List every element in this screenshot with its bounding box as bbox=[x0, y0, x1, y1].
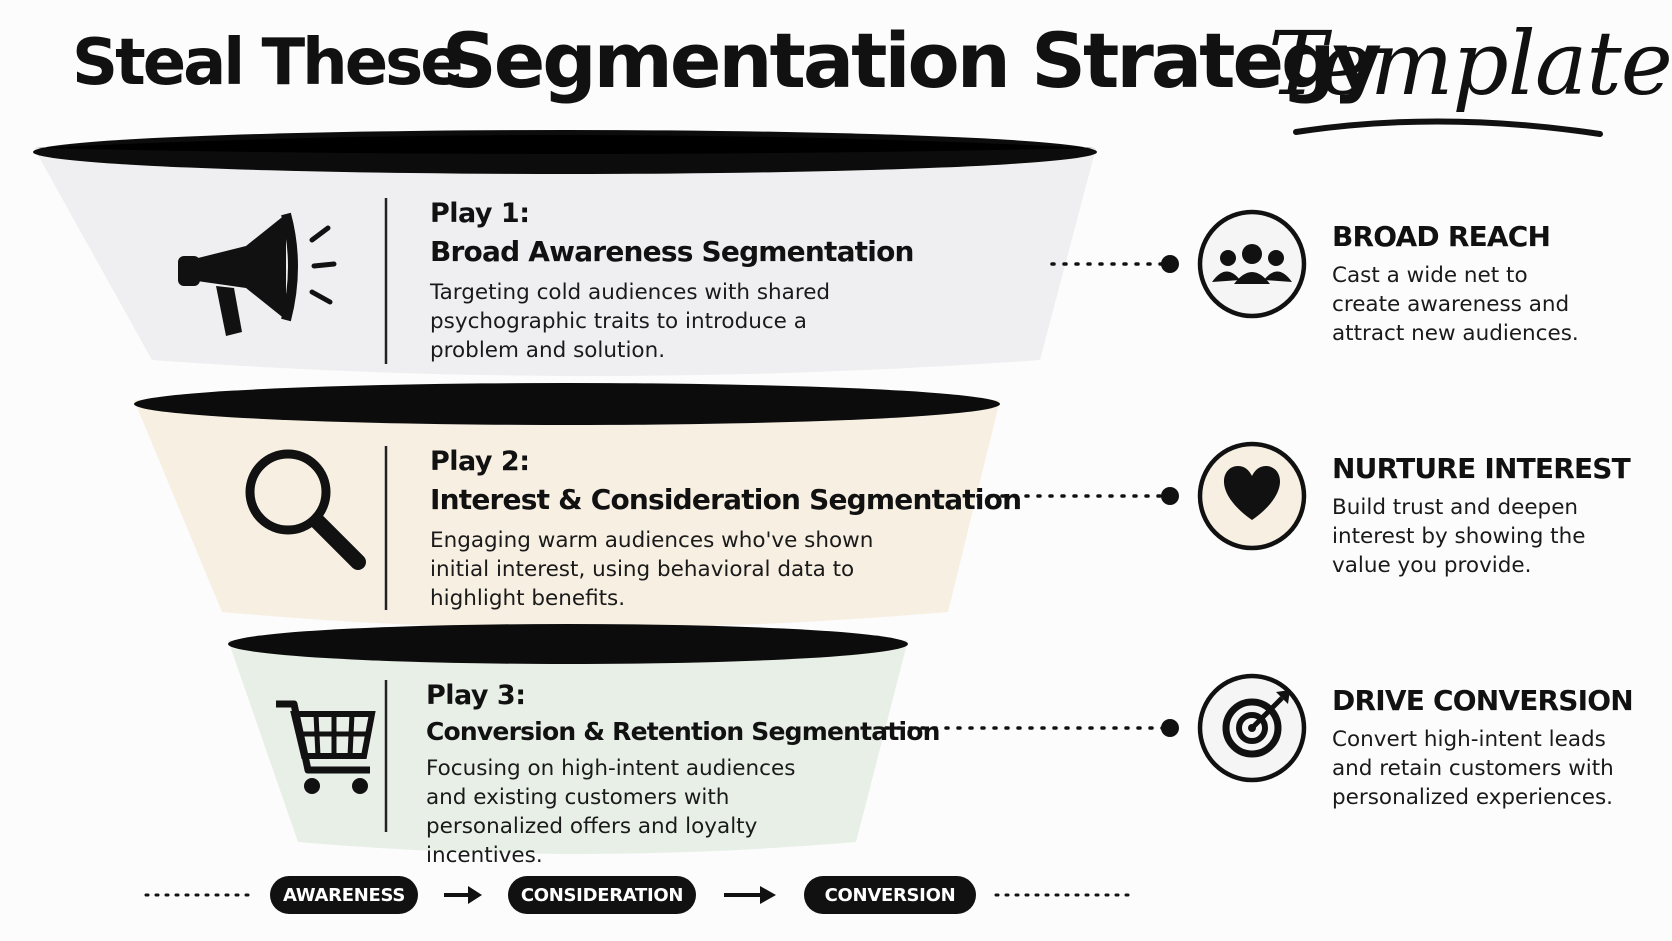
heart-icon bbox=[1197, 441, 1307, 551]
play-1: Play 1: Broad Awareness Segmentation Tar… bbox=[430, 198, 990, 365]
goal-1-heading: BROAD REACH bbox=[1332, 220, 1551, 253]
goal-3: DRIVE CONVERSION Convert high-intent lea… bbox=[1332, 684, 1634, 812]
title-underline bbox=[1293, 118, 1603, 137]
play-1-name: Broad Awareness Segmentation bbox=[430, 235, 914, 268]
play-3-number: Play 3: bbox=[426, 680, 526, 711]
goal-3-text: Convert high-intent leads and retain cus… bbox=[1332, 727, 1614, 810]
stage-awareness-pill: AWARENESS bbox=[270, 876, 418, 914]
play-2-name: Interest & Consideration Segmentation bbox=[430, 483, 1022, 516]
play-2: Play 2: Interest & Consideration Segment… bbox=[430, 446, 1022, 613]
band-3-rim bbox=[228, 624, 908, 664]
play-3-name: Conversion & Retention Segmentation bbox=[426, 717, 940, 746]
arrow-right-icon-2 bbox=[724, 886, 776, 904]
shopping-cart-icon bbox=[276, 700, 376, 794]
page-title: Steal These Segmentation Strategy Templa… bbox=[0, 6, 1672, 116]
goal-2-heading: NURTURE INTEREST bbox=[1332, 452, 1631, 485]
stage-conversion-pill: CONVERSION bbox=[804, 876, 976, 914]
goal-3-heading: DRIVE CONVERSION bbox=[1332, 684, 1634, 717]
goal-1: BROAD REACH Cast a wide net to create aw… bbox=[1332, 220, 1632, 348]
funnel-band-2 bbox=[134, 383, 1000, 628]
play-3: Play 3: Conversion & Retention Segmentat… bbox=[426, 680, 940, 870]
play-2-number: Play 2: bbox=[430, 446, 530, 477]
people-group-icon bbox=[1197, 209, 1307, 319]
play-1-number: Play 1: bbox=[430, 198, 530, 229]
magnifier-icon bbox=[245, 449, 366, 570]
connector-2-dot bbox=[1161, 487, 1179, 505]
band-2-rim bbox=[134, 383, 1000, 425]
goal-2: NURTURE INTEREST Build trust and deepen … bbox=[1332, 452, 1632, 580]
stage-consideration-pill: CONSIDERATION bbox=[508, 876, 696, 914]
target-icon bbox=[1197, 673, 1307, 783]
megaphone-icon bbox=[178, 212, 337, 336]
title-part-3: Templates bbox=[1268, 12, 1672, 115]
arrow-right-icon-1 bbox=[444, 886, 482, 904]
play-3-description: Focusing on high-intent audiences and ex… bbox=[426, 756, 796, 868]
title-part-1: Steal These bbox=[72, 26, 464, 100]
play-2-description: Engaging warm audiences who've shown ini… bbox=[430, 528, 874, 611]
goal-2-text: Build trust and deepen interest by showi… bbox=[1332, 495, 1586, 578]
funnel-band-3 bbox=[228, 624, 908, 854]
band-1-body bbox=[34, 148, 1096, 376]
title-part-2: Segmentation Strategy bbox=[442, 16, 1382, 105]
play-1-description: Targeting cold audiences with shared psy… bbox=[430, 280, 831, 363]
connector-3-dot bbox=[1161, 719, 1179, 737]
connector-1-dot bbox=[1161, 255, 1179, 273]
band-3-body bbox=[228, 640, 908, 854]
funnel-band-1 bbox=[33, 130, 1097, 376]
goal-1-text: Cast a wide net to create awareness and … bbox=[1332, 263, 1579, 346]
band-2-body bbox=[134, 400, 1000, 628]
